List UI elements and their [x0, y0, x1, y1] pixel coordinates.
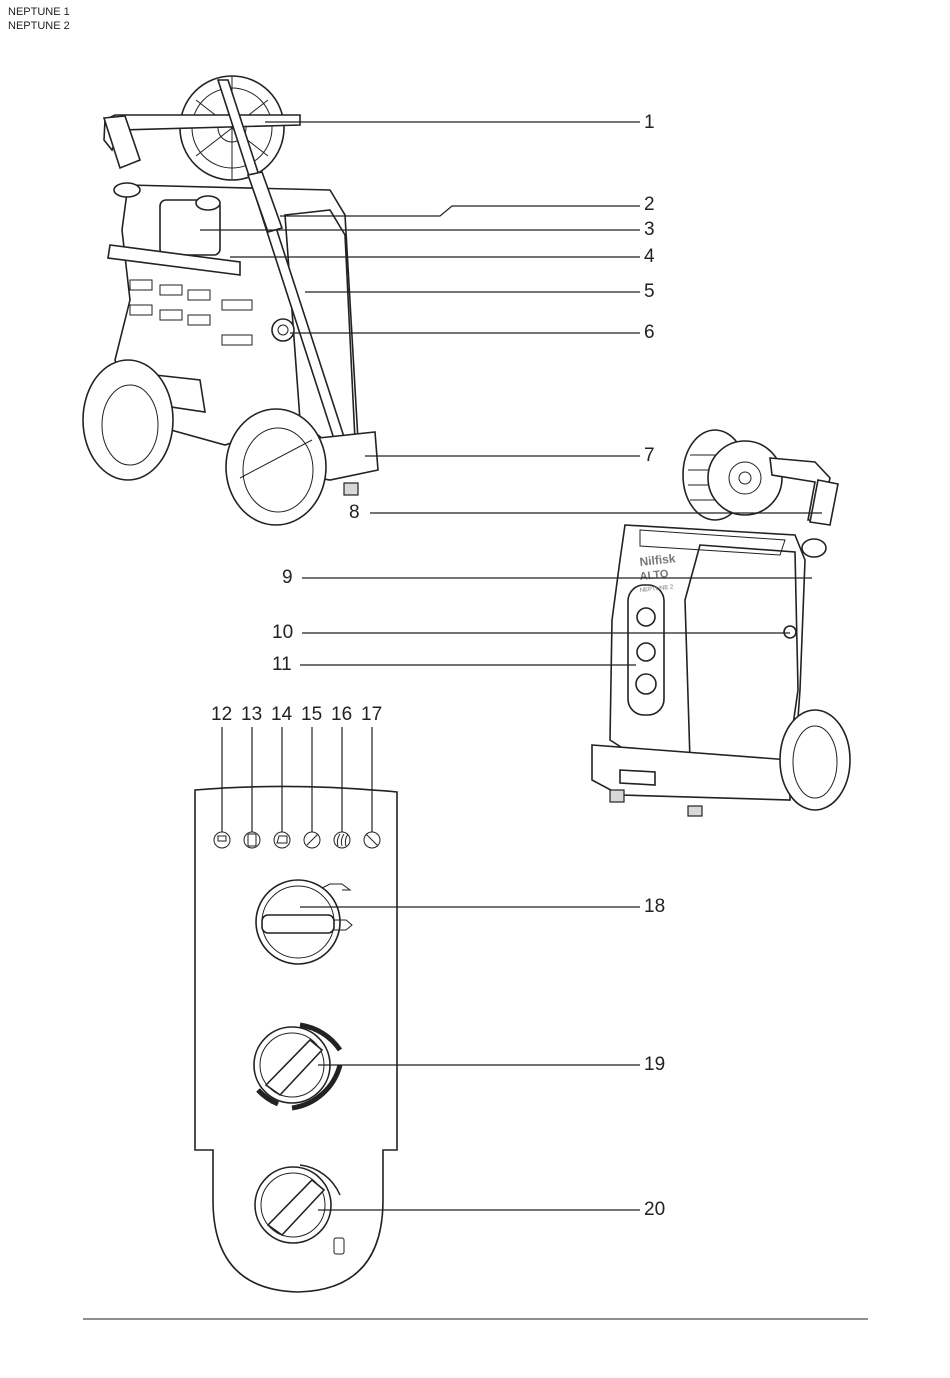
callout-16: 16	[331, 704, 352, 725]
callout-6: 6	[644, 322, 655, 343]
callout-12: 12	[211, 704, 232, 725]
callout-14: 14	[271, 704, 293, 725]
callout-19: 19	[644, 1054, 665, 1075]
callout-17: 17	[361, 704, 382, 725]
callout-7: 7	[644, 445, 655, 466]
callout-9: 9	[282, 567, 293, 588]
callout-13: 13	[241, 704, 262, 725]
callout-8: 8	[349, 502, 360, 523]
callout-15: 15	[301, 704, 322, 725]
callout-5: 5	[644, 281, 655, 302]
callout-2: 2	[644, 194, 655, 215]
callout-18: 18	[644, 896, 665, 917]
callout-20: 20	[644, 1199, 665, 1220]
callout-10: 10	[272, 622, 293, 643]
machine-front-view: Nilfisk ALTO NEPTUNE 2	[592, 430, 850, 816]
machine-rear-view	[83, 76, 378, 525]
callout-4: 4	[644, 246, 655, 267]
callout-3: 3	[644, 219, 655, 240]
callout-11: 11	[272, 654, 292, 675]
callout-1: 1	[644, 112, 655, 133]
control-panel	[195, 786, 397, 1292]
